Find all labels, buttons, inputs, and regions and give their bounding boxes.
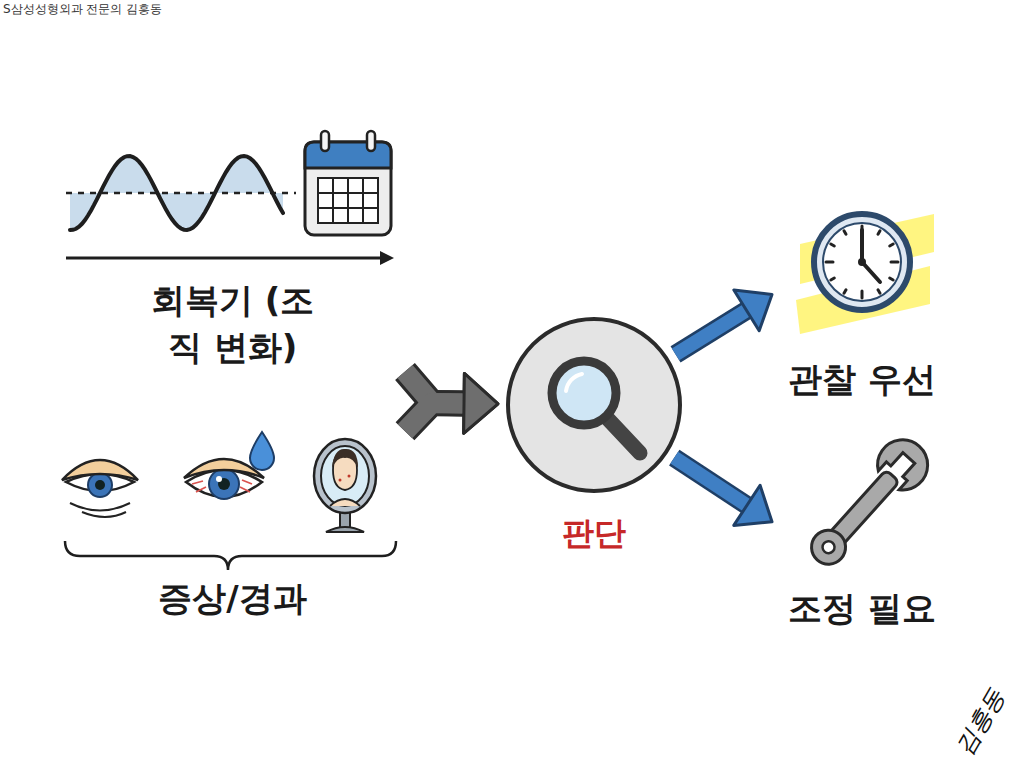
decision-circle: 판단	[506, 317, 682, 493]
node-label: 조정 필요	[788, 585, 936, 633]
node-label: 관찰 우선	[788, 356, 936, 404]
mirror-icon	[314, 439, 376, 532]
connector-outline	[405, 403, 464, 431]
outcome-group: 관찰 우선	[772, 200, 952, 410]
watermark: S삼성성형외과 전문의 김흥동	[3, 1, 162, 18]
connector-outline	[674, 458, 747, 506]
flow-arrow	[674, 458, 747, 506]
red-eye-icon	[184, 432, 274, 499]
node-label: 증상/경과	[158, 575, 306, 623]
calendar-icon	[305, 131, 391, 235]
outcome-group: 조정 필요	[772, 445, 952, 637]
time-axis	[66, 257, 382, 260]
clock-icon	[796, 214, 934, 334]
signature: 김흥동	[948, 683, 1012, 761]
decision-label: 판단	[562, 511, 626, 556]
flow-arrow	[405, 403, 464, 431]
group-bracket	[65, 541, 396, 570]
phase-group: 회복기 (조직 변화)	[60, 120, 405, 382]
time-axis-head	[380, 251, 394, 265]
circle-outline	[506, 317, 682, 493]
wrench-icon	[799, 430, 938, 577]
symptom-group: 증상/경과	[60, 425, 405, 633]
droopy-eye-icon	[62, 460, 138, 517]
wave-line	[70, 156, 283, 230]
connector-outline	[676, 310, 747, 354]
node-label: 회복기 (조직 변화)	[139, 277, 327, 372]
flow-arrow	[676, 310, 747, 354]
